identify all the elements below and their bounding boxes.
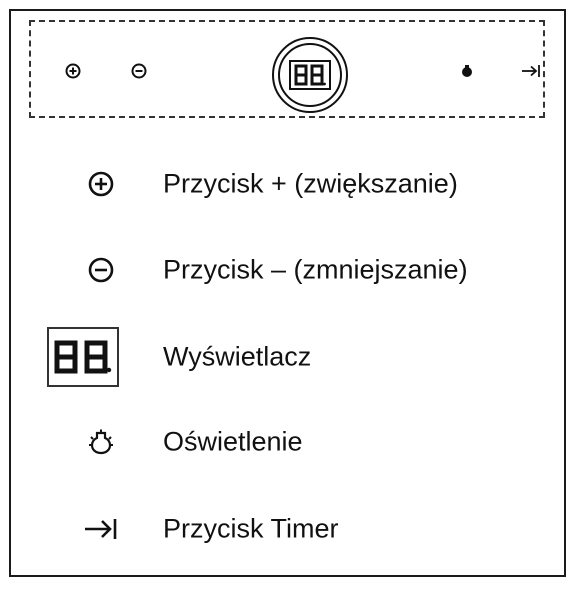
legend-row-plus: Przycisk + (zwiększanie) (11, 154, 564, 214)
legend-label-light: Oświetlenie (163, 426, 303, 457)
legend-row-minus: Przycisk – (zmniejszanie) (11, 240, 564, 300)
legend-label-minus: Przycisk – (zmniejszanie) (163, 254, 468, 285)
legend-label-display: Wyświetlacz (163, 341, 312, 372)
display-ring (272, 37, 348, 113)
light-icon[interactable] (460, 64, 474, 78)
legend-frame: Przycisk + (zwiększanie) Przycisk – (zmn… (9, 9, 566, 577)
legend-label-timer: Przycisk Timer (163, 513, 339, 544)
plus-circle-icon (88, 171, 114, 197)
minus-circle-icon (88, 257, 114, 283)
legend-row-light: Oświetlenie (11, 412, 564, 472)
light-icon (88, 429, 114, 455)
display-ring-inner (278, 43, 342, 107)
minus-circle-icon[interactable] (131, 63, 147, 79)
legend-label-plus: Przycisk + (zwiększanie) (163, 168, 458, 199)
control-panel (29, 20, 545, 118)
legend-row-display: Wyświetlacz (11, 327, 564, 387)
display-icon (289, 60, 331, 90)
legend-row-timer: Przycisk Timer (11, 499, 564, 559)
timer-icon (84, 517, 118, 541)
timer-icon[interactable] (521, 64, 541, 78)
plus-circle-icon[interactable] (65, 63, 81, 79)
display-icon (47, 327, 119, 387)
